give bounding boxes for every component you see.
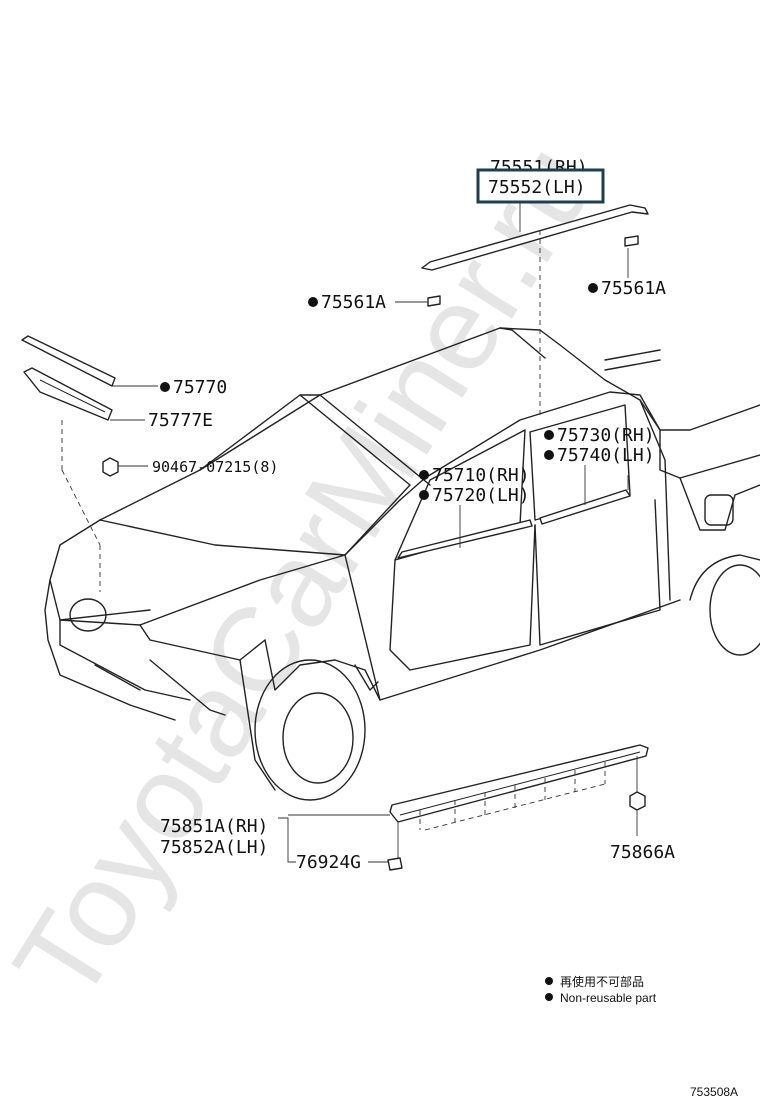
legend: 再使用不可部品 Non-reusable part (545, 974, 657, 1005)
windshield-moulding (21, 335, 119, 477)
door-belt-mouldings (397, 489, 631, 559)
label-75552-lh: 75552(LH) (488, 177, 586, 198)
legend-english: Non-reusable part (560, 991, 657, 1005)
legend-japanese: 再使用不可部品 (560, 974, 644, 989)
label-75777e: 75777E (148, 410, 213, 431)
non-reusable-dot (544, 430, 554, 440)
label-90467-07215: 90467-07215(8) (152, 458, 278, 476)
label-75561a-right: 75561A (601, 278, 666, 299)
label-75720-lh: 75720(LH) (432, 485, 530, 506)
non-reusable-dot (419, 470, 429, 480)
non-reusable-dot (160, 382, 170, 392)
non-reusable-dot (419, 490, 429, 500)
label-75770: 75770 (173, 377, 227, 398)
label-76924g: 76924G (296, 852, 361, 873)
diagram-reference: 753508A (690, 1085, 738, 1099)
label-75740-lh: 75740(LH) (557, 445, 655, 466)
non-reusable-dot (588, 283, 598, 293)
label-75866a: 75866A (610, 842, 675, 863)
label-75852a-lh: 75852A(LH) (160, 837, 268, 858)
rocker-moulding (387, 744, 649, 871)
highlight-box (476, 168, 605, 204)
legend-dot (545, 977, 553, 985)
roof-moulding (421, 204, 649, 307)
non-reusable-dot (544, 450, 554, 460)
truck-illustration (44, 327, 760, 801)
label-75710-rh: 75710(RH) (432, 465, 530, 486)
watermark: ToyotaCarMiner.ru (0, 121, 622, 1023)
non-reusable-dot (308, 297, 318, 307)
legend-dot (545, 993, 553, 1001)
label-75730-rh: 75730(RH) (557, 425, 655, 446)
label-75851a-rh: 75851A(RH) (160, 816, 268, 837)
label-75561a-left: 75561A (321, 292, 386, 313)
